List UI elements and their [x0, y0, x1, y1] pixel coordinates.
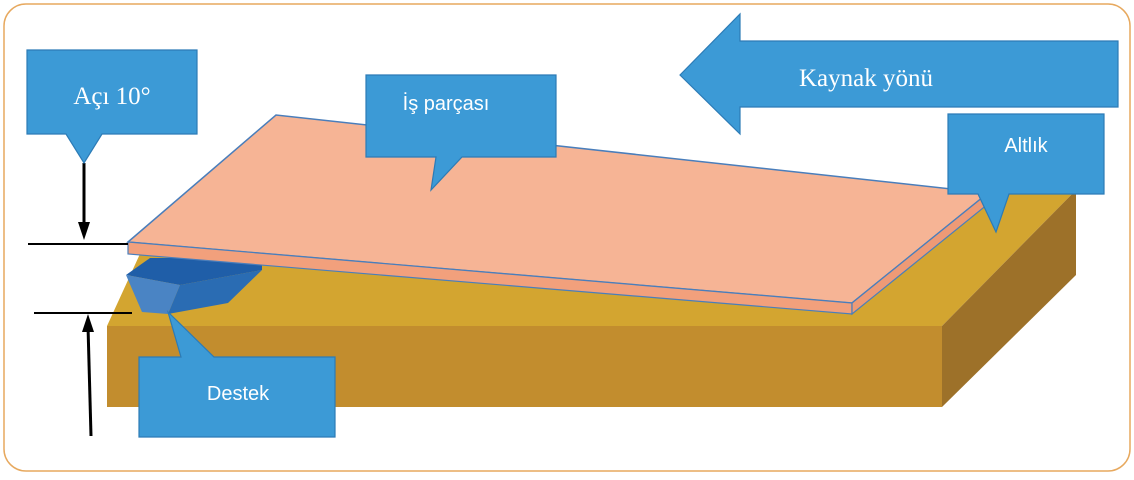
dimension-arrowhead-up: [82, 314, 94, 332]
callout-base-shape: [947, 113, 1105, 234]
workpiece-plate: [126, 114, 990, 316]
support-wedge-top: [126, 258, 262, 285]
callout-base-label: Altlık: [1004, 135, 1048, 157]
support-wedge-front: [126, 275, 180, 314]
welding-direction-arrow: Kaynak yönü: [679, 12, 1119, 136]
support-wedge: [126, 258, 262, 314]
callout-angle: Açı 10°: [26, 49, 198, 165]
angle-dimension: [28, 163, 132, 437]
welding-direction-arrow-shape: [679, 12, 1119, 136]
callout-workpiece-label: İş parçası: [403, 92, 490, 115]
callout-workpiece-shape: [365, 74, 557, 192]
callout-support: Destek: [138, 309, 336, 438]
base-block-side: [942, 190, 1076, 407]
support-wedge-side: [168, 270, 262, 314]
callout-base: Altlık: [947, 113, 1105, 234]
welding-direction-label: Kaynak yönü: [799, 65, 933, 92]
callout-workpiece: İş parçası: [365, 74, 557, 192]
callout-support-label: Destek: [207, 383, 270, 405]
callout-support-shape: [138, 309, 336, 438]
dimension-arrow-line-lower: [86, 325, 93, 437]
callout-angle-shape: [26, 49, 198, 165]
callout-angle-label: Açı 10°: [73, 83, 150, 110]
dimension-arrowhead-down: [78, 222, 90, 240]
